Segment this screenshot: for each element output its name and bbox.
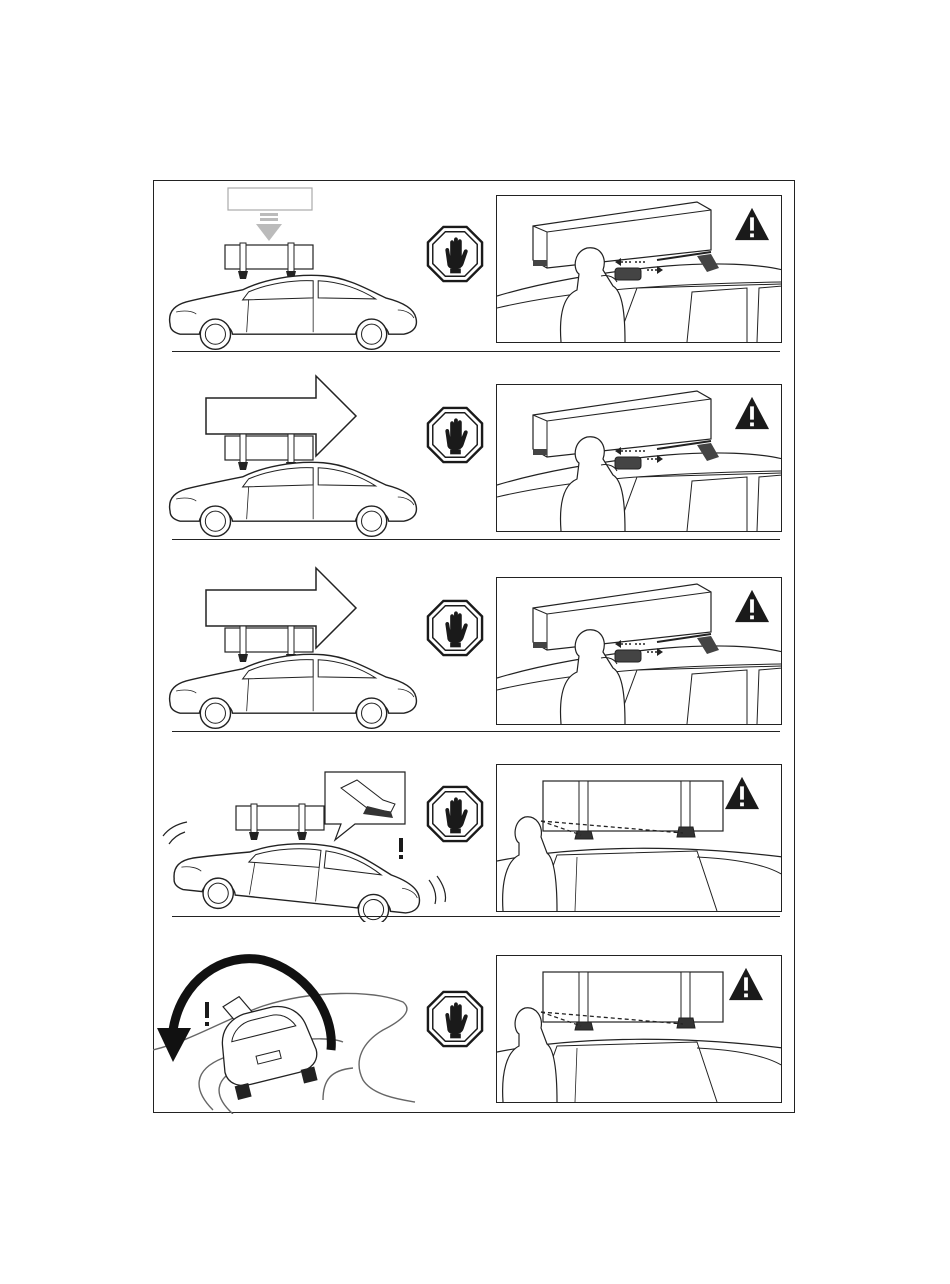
stop-hand-icon — [426, 406, 484, 464]
detail-panel-4 — [496, 764, 782, 912]
stop-hand-icon — [426, 785, 484, 843]
exclamation-mark-icon — [399, 838, 403, 859]
exclamation-mark-icon — [205, 1002, 209, 1026]
detail-panel-1 — [496, 195, 782, 343]
warning-triangle-icon — [723, 775, 761, 811]
warning-triangle-icon — [733, 206, 771, 242]
warning-triangle-icon — [733, 395, 771, 431]
scene-load-lowered — [160, 185, 430, 355]
step-divider — [172, 731, 780, 732]
detail-panel-3 — [496, 577, 782, 725]
detail-panel-5 — [496, 955, 782, 1103]
stop-hand-icon — [426, 225, 484, 283]
detail-panel-2 — [496, 384, 782, 532]
warning-triangle-icon — [733, 588, 771, 624]
step-divider — [172, 539, 780, 540]
scene-braking — [155, 766, 455, 922]
scene-load-forward-arrow — [160, 372, 430, 542]
warning-triangle-icon — [727, 966, 765, 1002]
car-rear-view — [208, 982, 323, 1102]
step-divider — [172, 916, 780, 917]
step-divider — [172, 351, 780, 352]
scene-cornering — [153, 950, 423, 1114]
stop-hand-icon — [426, 599, 484, 657]
stop-hand-icon — [426, 990, 484, 1048]
scene-load-forward-arrow — [160, 564, 430, 734]
